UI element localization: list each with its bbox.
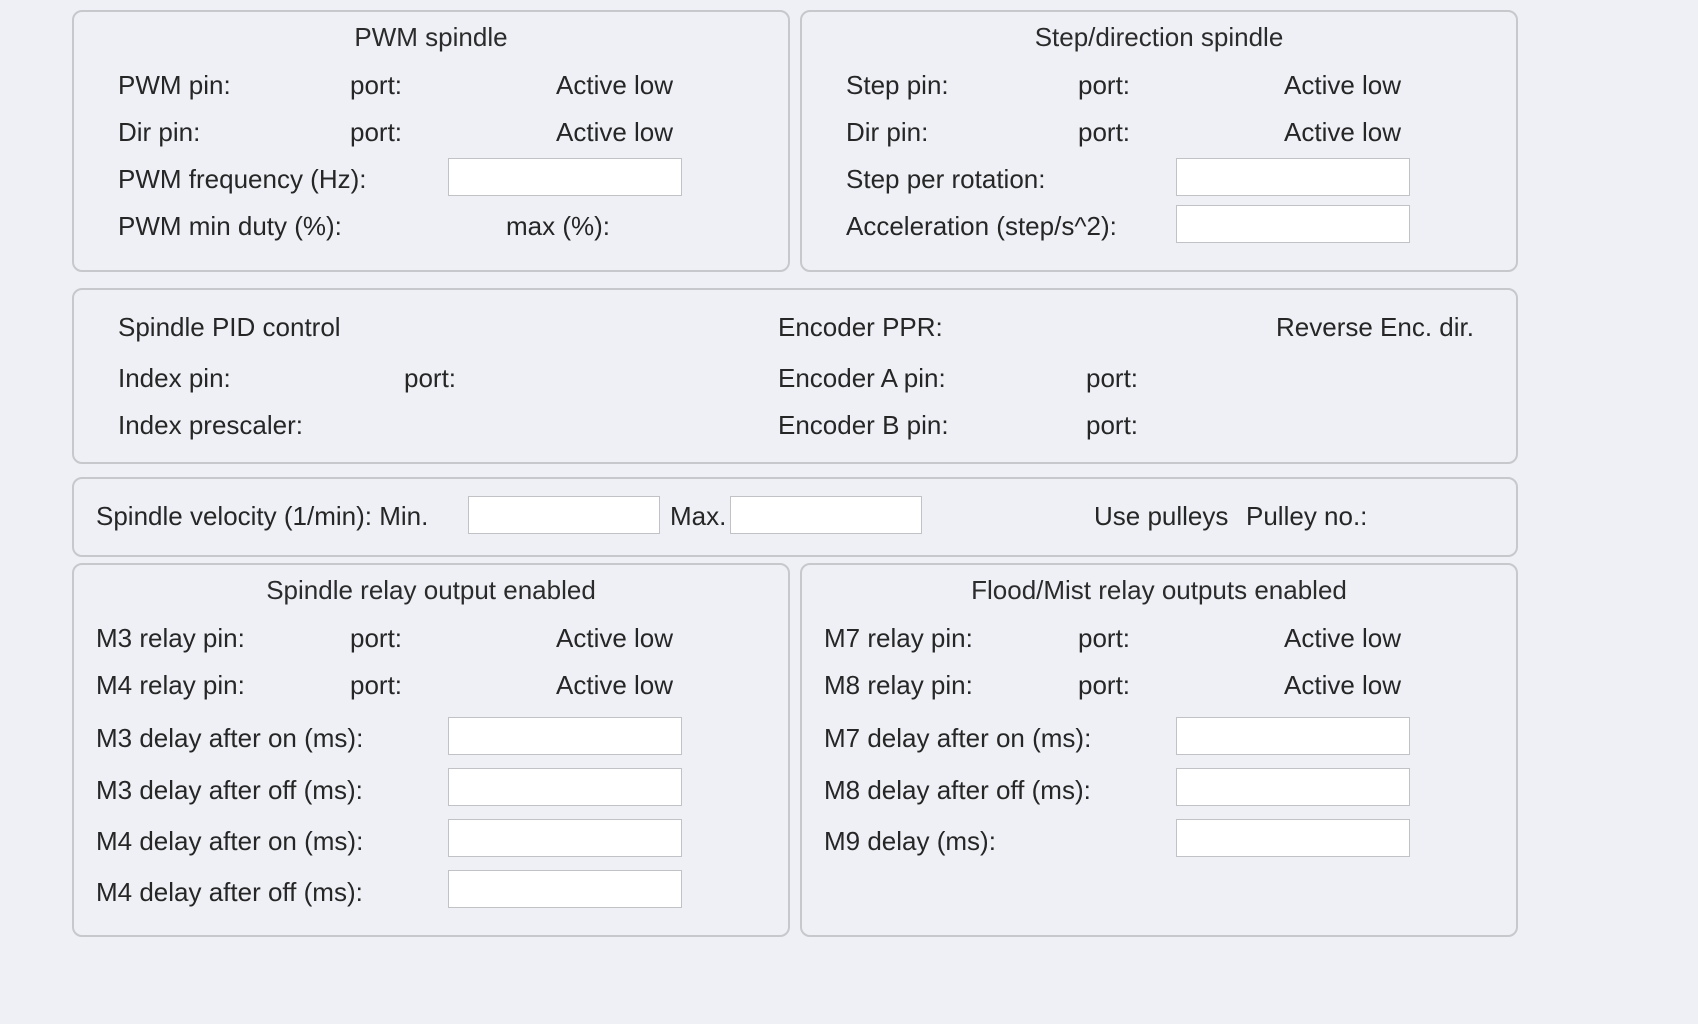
label-m3-delay-after-on: M3 delay after on (ms):: [96, 723, 364, 753]
label-pwm-pin-port: port:: [350, 70, 403, 100]
label-pwm-max-duty: max (%):: [506, 211, 610, 241]
group-title-spindle-relay-output: Spindle relay output enabled: [266, 575, 596, 605]
label-pwm-dir-pin-active-low: Active low: [556, 117, 674, 147]
label-m4-relay-pin: M4 relay pin:: [96, 670, 245, 700]
label-m3-relay-pin: M3 relay pin:: [96, 623, 245, 653]
group-title-step-direction-spindle: Step/direction spindle: [1034, 22, 1284, 52]
label-pwm-pin: PWM pin:: [118, 70, 231, 100]
label-spindle-velocity-max: Max.: [670, 501, 727, 531]
label-use-pulleys[interactable]: Use pulleys: [1094, 501, 1229, 531]
label-index-pin: Index pin:: [118, 363, 231, 393]
label-spindle-velocity-min: Spindle velocity (1/min): Min.: [96, 501, 429, 531]
label-acceleration: Acceleration (step/s^2):: [846, 211, 1117, 241]
label-m8-relay-pin-active-low: Active low: [1284, 670, 1402, 700]
input-m9-delay[interactable]: [1176, 819, 1410, 857]
label-m8-relay-pin-port: port:: [1078, 670, 1131, 700]
label-m4-relay-pin-active-low: Active low: [556, 670, 674, 700]
label-m8-relay-pin: M8 relay pin:: [824, 670, 973, 700]
label-m4-relay-pin-port: port:: [350, 670, 403, 700]
label-m7-relay-pin: M7 relay pin:: [824, 623, 973, 653]
input-m4-delay-after-on[interactable]: [448, 819, 682, 857]
input-acceleration[interactable]: [1176, 205, 1410, 243]
group-spindle-relay-output: Spindle relay output enabled M3 relay pi…: [72, 563, 790, 937]
label-pwm-min-duty: PWM min duty (%):: [118, 211, 342, 241]
group-title-spindle-pid-control: Spindle PID control: [118, 312, 341, 342]
label-reverse-encoder-dir: Reverse Enc. dir.: [1276, 312, 1474, 342]
label-pwm-pin-active-low: Active low: [556, 70, 674, 100]
group-spindle-pid-control: Spindle PID control Index pin: port: Ind…: [72, 288, 1518, 464]
label-m4-delay-after-off: M4 delay after off (ms):: [96, 877, 363, 907]
label-index-prescaler: Index prescaler:: [118, 410, 303, 440]
label-encoder-b-pin: Encoder B pin:: [778, 410, 949, 440]
label-step-per-rotation: Step per rotation:: [846, 164, 1046, 194]
label-encoder-b-pin-port: port:: [1086, 410, 1139, 440]
label-step-pin-port: port:: [1078, 70, 1131, 100]
input-spindle-velocity-min[interactable]: [468, 496, 660, 534]
group-title-pwm-spindle: PWM spindle: [354, 22, 508, 52]
label-m7-relay-pin-port: port:: [1078, 623, 1131, 653]
label-encoder-a-pin: Encoder A pin:: [778, 363, 946, 393]
label-m8-delay-after-off: M8 delay after off (ms):: [824, 775, 1091, 805]
group-flood-mist-relay-outputs: Flood/Mist relay outputs enabled M7 rela…: [800, 563, 1518, 937]
label-pulley-no: Pulley no.:: [1246, 501, 1368, 531]
label-stepdir-dir-pin: Dir pin:: [846, 117, 929, 147]
group-step-direction-spindle: Step/direction spindle Step pin: port: A…: [800, 10, 1518, 272]
label-pwm-dir-pin: Dir pin:: [118, 117, 201, 147]
label-step-pin: Step pin:: [846, 70, 949, 100]
label-pwm-dir-pin-port: port:: [350, 117, 403, 147]
label-m3-delay-after-off: M3 delay after off (ms):: [96, 775, 363, 805]
label-encoder-ppr: Encoder PPR:: [778, 312, 943, 342]
group-title-flood-mist-relay-outputs: Flood/Mist relay outputs enabled: [971, 575, 1347, 605]
label-stepdir-dir-pin-port: port:: [1078, 117, 1131, 147]
label-m7-relay-pin-active-low: Active low: [1284, 623, 1402, 653]
input-step-per-rotation[interactable]: [1176, 158, 1410, 196]
label-m4-delay-after-on: M4 delay after on (ms):: [96, 826, 364, 856]
input-m7-delay-after-on[interactable]: [1176, 717, 1410, 755]
input-m3-delay-after-off[interactable]: [448, 768, 682, 806]
input-spindle-velocity-max[interactable]: [730, 496, 922, 534]
group-pwm-spindle: PWM spindle PWM pin: port: Active low Di…: [72, 10, 790, 272]
label-m9-delay: M9 delay (ms):: [824, 826, 996, 856]
label-pwm-frequency: PWM frequency (Hz):: [118, 164, 367, 194]
label-encoder-a-pin-port: port:: [1086, 363, 1139, 393]
label-step-pin-active-low: Active low: [1284, 70, 1402, 100]
input-m4-delay-after-off[interactable]: [448, 870, 682, 908]
label-index-pin-port: port:: [404, 363, 457, 393]
label-m3-relay-pin-active-low: Active low: [556, 623, 674, 653]
label-m3-relay-pin-port: port:: [350, 623, 403, 653]
input-pwm-frequency[interactable]: [448, 158, 682, 196]
input-m3-delay-after-on[interactable]: [448, 717, 682, 755]
input-m8-delay-after-off[interactable]: [1176, 768, 1410, 806]
label-m7-delay-after-on: M7 delay after on (ms):: [824, 723, 1092, 753]
group-spindle-velocity: Spindle velocity (1/min): Min. Max. Use …: [72, 477, 1518, 557]
label-stepdir-dir-pin-active-low: Active low: [1284, 117, 1402, 147]
